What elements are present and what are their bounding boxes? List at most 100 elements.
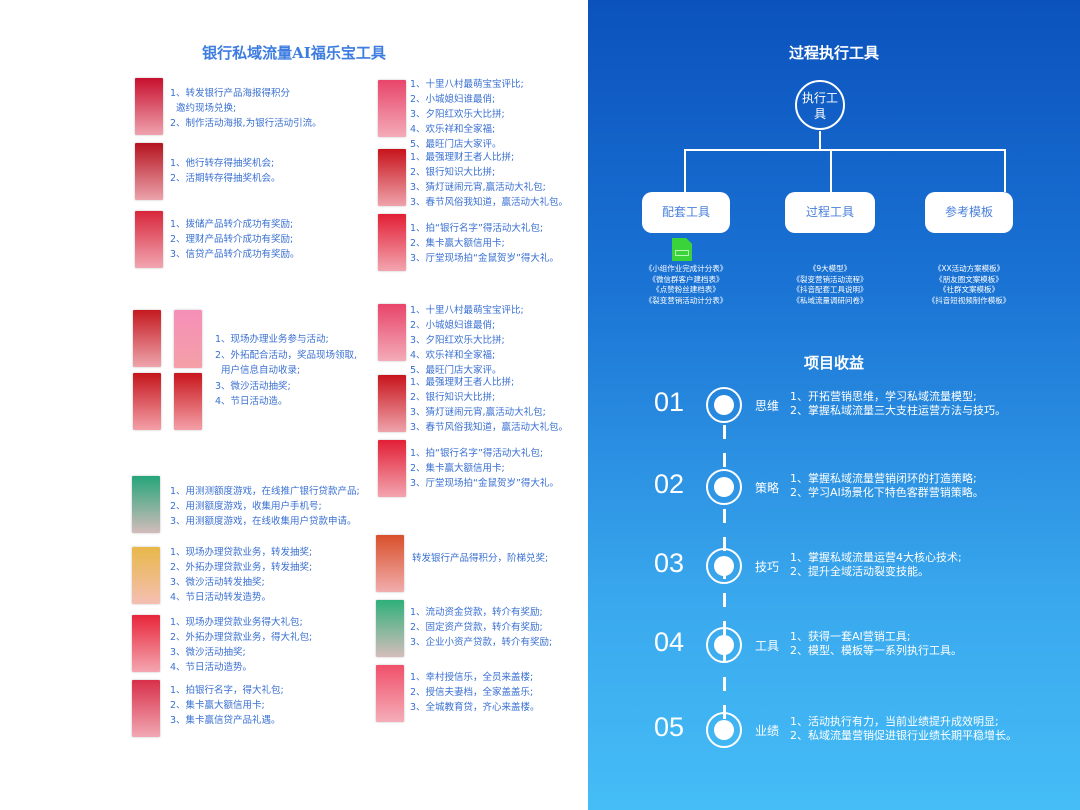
feature-item: 1、流动资金贷款，转介有奖励; — [410, 607, 543, 618]
feature-list: 1、最强理财王者人比拼;2、银行知识大比拼;3、猜灯谜闹元宵,赢活动大礼包;3、… — [410, 150, 568, 210]
benefit-label: 思维 — [755, 399, 780, 413]
feature-list: 1、他行转存得抽奖机会; 2、活期转存得抽奖机会。 — [170, 156, 281, 186]
feature-list: 1、现场办理业务参与活动;2、外拓配合活动，奖品现场领取, 用户信息自动收录;3… — [215, 332, 357, 410]
feature-item: 转发银行产品得积分，阶梯兑奖; — [412, 553, 549, 564]
feature-item: 3、信贷产品转介成功有奖励。 — [170, 249, 300, 260]
feature-item: 1、拍银行名字，得大礼包; — [170, 685, 284, 696]
poster-thumbnail — [135, 143, 163, 200]
poster-thumbnail — [132, 476, 160, 533]
poster-thumbnail — [132, 547, 160, 604]
poster-thumbnail — [378, 375, 406, 432]
poster-thumbnail — [174, 310, 202, 368]
benefit-line: 2、私域流量营销促进银行业绩长期平稳增长。 — [790, 729, 1017, 742]
feature-item: 2、外拓配合活动，奖品现场领取, — [215, 349, 358, 361]
left-panel: 银行私域流量AI福乐宝工具 1、转发银行产品海报得积分 邀约现场兑换;2、制作活… — [132, 44, 569, 737]
poster-thumbnail — [376, 600, 404, 657]
feature-list: 1、流动资金贷款，转介有奖励;2、固定资产贷款，转介有奖励;3、企业小资产贷款，… — [410, 605, 552, 650]
category-item: 《裂变营销活动流程》 — [792, 274, 868, 284]
feature-list: 1、现场办理贷款业务，转发抽奖;2、外拓办理贷款业务，转发抽奖;3、微沙活动转发… — [170, 545, 312, 605]
category-support-tools[interactable]: 配套工具 — [642, 192, 730, 233]
poster-thumbnail — [376, 665, 404, 722]
feature-item: 3、猜灯谜闹元宵,赢活动大礼包; — [410, 182, 546, 193]
feature-item: 1、最强理财王者人比拼; — [410, 152, 515, 163]
timeline-node-icon — [706, 712, 742, 748]
feature-item: 2、授信夫妻档，全家盖盖乐; — [410, 687, 534, 698]
category-template-tools[interactable]: 参考模板 — [925, 192, 1013, 233]
benefit-description: 1、活动执行有力，当前业绩提升成效明显;2、私域流量营销促进银行业绩长期平稳增长… — [790, 715, 1017, 743]
benefit-number: 04 — [654, 627, 685, 657]
connector — [830, 149, 832, 192]
feature-item: 2、小城媳妇谁最俏; — [410, 320, 496, 331]
category-item-list: 《9大模型》《裂变营销活动流程》《抖音配套工具说明》《私域流量调研问卷》 — [770, 264, 890, 306]
benefits-title: 项目收益 — [803, 354, 864, 372]
benefit-description: 1、掌握私域流量营销闭环的打造策略;2、学习AI场景化下特色客群营销策略。 — [790, 472, 984, 500]
category-item: 《9大模型》 — [808, 264, 852, 273]
category-item: 《小组作业完成计分表》 — [644, 264, 728, 273]
feature-item: 2、活期转存得抽奖机会。 — [170, 173, 281, 184]
poster-thumbnail — [378, 80, 406, 137]
feature-item: 4、节日活动造势。 — [170, 662, 253, 673]
feature-list: 1、拍银行名字，得大礼包;2、集卡赢大额信用卡;3、集卡赢信贷产品礼遇。 — [170, 683, 284, 728]
poster-thumbnail — [378, 440, 406, 497]
feature-list: 1、转发银行产品海报得积分 邀约现场兑换;2、制作活动海报,为银行活动引流。 — [170, 86, 322, 131]
feature-item: 3、微沙活动转发抽奖; — [170, 577, 265, 588]
feature-list: 转发银行产品得积分，阶梯兑奖; — [412, 551, 548, 566]
benefit-label: 技巧 — [755, 560, 780, 574]
connector — [684, 149, 686, 192]
category-process-tools[interactable]: 过程工具 — [785, 192, 875, 233]
feature-list: 1、幸村授信乐，全员来盖楼;2、授信夫妻档，全家盖盖乐;3、全城教育贷，齐心来盖… — [410, 670, 540, 715]
benefit-number: 01 — [654, 387, 685, 417]
category-item: 《朋友圈文案模板》 — [935, 274, 1003, 284]
connector — [684, 149, 1005, 151]
feature-item: 3、夕阳红欢乐大比拼; — [410, 335, 505, 346]
feature-list: 1、十里八村最萌宝宝评比;2、小城媳妇谁最俏;3、夕阳红欢乐大比拼;4、欢乐祥和… — [410, 303, 524, 378]
spreadsheet-file-icon — [672, 238, 692, 261]
feature-item: 1、转发银行产品海报得积分 — [170, 88, 291, 99]
feature-item: 4、节日活动转发造势。 — [170, 592, 272, 603]
poster-thumbnail — [378, 149, 406, 206]
feature-item: 3、春节风俗我知道，赢活动大礼包。 — [410, 197, 569, 208]
feature-item: 3、厅堂现场拍“金鼠贺岁”得大礼。 — [410, 253, 559, 264]
feature-item: 1、他行转存得抽奖机会; — [170, 158, 275, 169]
feature-item: 4、节日活动造。 — [215, 396, 288, 407]
feature-item: 1、拍“银行名字”得活动大礼包; — [410, 448, 544, 459]
feature-item: 2、集卡赢大额信用卡; — [170, 700, 265, 711]
feature-item: 2、理财产品转介成功有奖励; — [170, 234, 294, 245]
poster-thumbnail — [133, 373, 161, 430]
benefit-line: 1、掌握私域流量运营4大核心技术; — [790, 551, 962, 564]
benefit-label: 业绩 — [755, 724, 780, 738]
poster-thumbnail — [133, 310, 161, 367]
poster-thumbnail — [376, 535, 404, 592]
poster-thumbnail — [135, 78, 163, 135]
category-item: 《裂变营销活动计分表》 — [644, 295, 728, 305]
feature-item: 2、制作活动海报,为银行活动引流。 — [170, 118, 322, 129]
feature-item: 1、最强理财王者人比拼; — [410, 377, 515, 388]
feature-item: 3、微沙活动抽奖; — [215, 380, 291, 392]
feature-item: 2、集卡赢大额信用卡; — [410, 463, 505, 474]
poster-thumbnail — [135, 211, 163, 268]
feature-item: 2、小城媳妇谁最俏; — [410, 94, 496, 105]
poster-thumbnail — [378, 304, 406, 361]
category-item-list: 《小组作业完成计分表》《微信群客户建档表》《点赞粉丝建档表》《裂变营销活动计分表… — [626, 264, 746, 306]
benefit-description: 1、获得一套AI营销工具;2、模型、模板等一系列执行工具。 — [790, 630, 962, 658]
feature-list: 1、最强理财王者人比拼;2、银行知识大比拼;3、猜灯谜闹元宵,赢活动大礼包;3、… — [410, 375, 568, 435]
feature-list: 1、十里八村最萌宝宝评比;2、小城媳妇谁最俏;3、夕阳红欢乐大比拼;4、欢乐祥和… — [410, 77, 524, 152]
category-item: 《抖音短视频制作模板》 — [927, 295, 1011, 305]
benefit-description: 1、开拓营销思维，学习私域流量模型;2、掌握私域流量三大支柱运营方法与技巧。 — [790, 390, 1006, 418]
feature-item: 3、猜灯谜闹元宵,赢活动大礼包; — [410, 407, 546, 418]
feature-item: 2、银行知识大比拼; — [410, 392, 496, 403]
poster-thumbnail — [132, 615, 160, 672]
category-item: 《私域流量调研问卷》 — [792, 295, 868, 305]
category-item: 《点赞粉丝建档表》 — [652, 285, 720, 294]
benefit-line: 1、掌握私域流量营销闭环的打造策略; — [790, 472, 977, 485]
feature-item: 2、用测额度游戏，收集用户手机号; — [170, 501, 322, 512]
feature-item: 3、用测额度游戏，在线收集用户贷款申请。 — [170, 516, 357, 527]
feature-item: 5、最旺门店大家评。 — [410, 365, 502, 376]
feature-item: 2、固定资产贷款，转介有奖励; — [410, 622, 543, 633]
timeline-node-icon — [706, 469, 742, 505]
feature-item: 1、十里八村最萌宝宝评比; — [410, 305, 524, 316]
feature-item: 2、集卡赢大额信用卡; — [410, 238, 505, 249]
feature-item: 1、拍“银行名字”得活动大礼包; — [410, 223, 544, 234]
benefit-line: 2、模型、模板等一系列执行工具。 — [790, 644, 962, 657]
feature-item: 1、用测测额度游戏，在线推广银行贷款产品; — [170, 486, 360, 497]
